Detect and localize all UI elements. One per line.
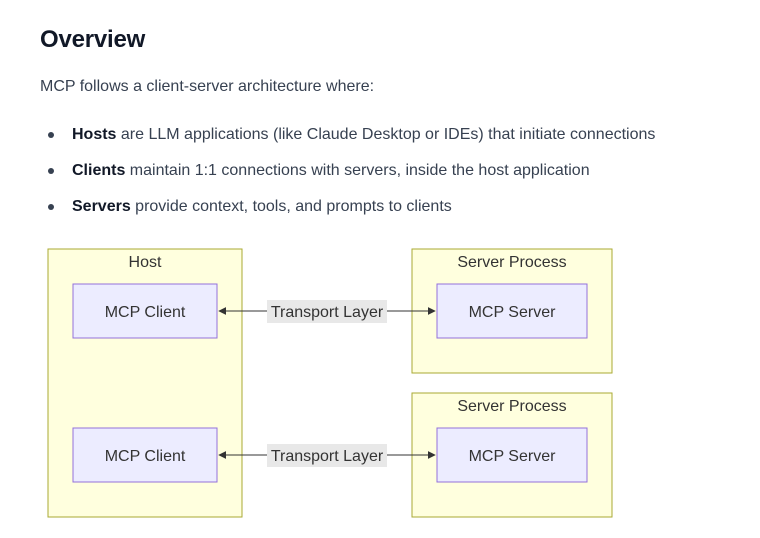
client-box-2 [72,427,218,483]
client-box-1 [72,283,218,339]
bullet-icon [48,204,54,210]
description-hosts: are LLM applications (like Claude Deskto… [116,126,656,143]
server-node-1: MCP Server [436,283,588,339]
term-hosts: Hosts [72,126,117,143]
term-servers: Servers [72,198,131,215]
host-group: Host MCP Client MCP Client [47,248,243,518]
server-node-2: MCP Server [436,427,588,483]
host-label: Host [129,254,162,271]
server-box-1 [436,283,588,339]
list-item-clients: Clients maintain 1:1 connections with se… [40,160,655,196]
client-label-1: MCP Client [105,304,186,321]
page-title: Overview [40,26,146,53]
server-process-label-2: Server Process [457,398,566,415]
transport-label-1: Transport Layer [271,304,384,321]
client-node-1: MCP Client [72,283,218,339]
intro-paragraph: MCP follows a client-server architecture… [40,78,375,95]
transport-edge-1: Transport Layer [218,300,436,323]
server-label-1: MCP Server [469,304,557,321]
server-process-group-1: Server Process MCP Server [411,248,613,374]
client-node-2: MCP Client [72,427,218,483]
client-label-2: MCP Client [105,448,186,465]
bullet-icon [48,132,54,138]
term-clients: Clients [72,162,126,179]
transport-label-2: Transport Layer [271,448,384,465]
server-box-2 [436,427,588,483]
transport-label-bg-2 [267,444,387,467]
role-list: Hosts are LLM applications (like Claude … [40,124,655,232]
transport-edge-2: Transport Layer [218,444,436,467]
server-process-group-2: Server Process MCP Server [411,392,613,518]
list-item-hosts: Hosts are LLM applications (like Claude … [40,124,655,160]
transport-label-bg-1 [267,300,387,323]
description-servers: provide context, tools, and prompts to c… [130,198,452,215]
description-clients: maintain 1:1 connections with servers, i… [125,162,590,179]
server-process-label-1: Server Process [457,254,566,271]
server-label-2: MCP Server [469,448,557,465]
bullet-icon [48,168,54,174]
list-item-servers: Servers provide context, tools, and prom… [40,196,655,232]
